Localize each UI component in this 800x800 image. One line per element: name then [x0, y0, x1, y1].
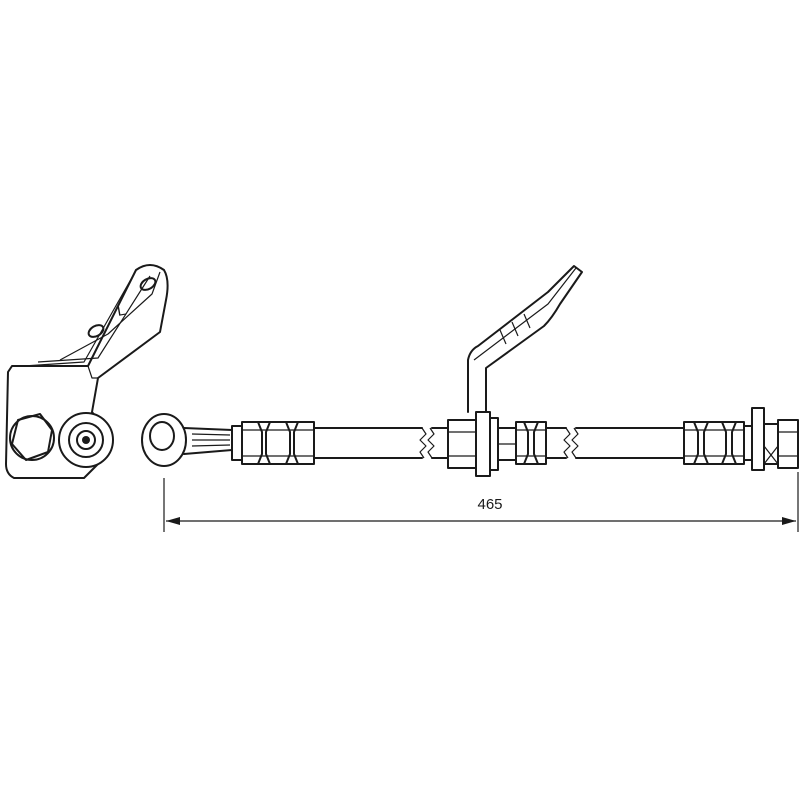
bracket-hole-upper [139, 277, 157, 291]
ferrule-middle-body [515, 421, 547, 465]
end-fitting-neck [763, 423, 779, 465]
end-fitting-flange [751, 407, 765, 471]
ferrule-middle-crimp-2 [533, 421, 539, 465]
end-fitting-collar [743, 425, 753, 461]
end-fitting-cross [763, 445, 779, 465]
banjo-neck [183, 427, 233, 455]
banjo-eye-bore [82, 436, 90, 444]
ferrule-right-crimp-1 [693, 421, 699, 465]
middle-bracket-inner-edge [473, 267, 577, 361]
bracket-fold-line [87, 365, 98, 379]
end-fitting-hex [777, 419, 799, 469]
length-dimension: 465 [163, 472, 799, 532]
dimension-arrow-right [782, 517, 796, 525]
hose-right-break [563, 427, 579, 459]
banjo-eye-inner [76, 430, 96, 450]
ferrule-left-body [241, 421, 315, 465]
bracket-inner-edge [37, 275, 151, 363]
dimension-arrow-left [166, 517, 180, 525]
ferrule-left-crimp-3 [285, 421, 291, 465]
middle-hex-nut [447, 419, 477, 469]
banjo-eye-mid [68, 422, 104, 458]
ferrule-right-crimp-3 [721, 421, 727, 465]
middle-bracket-rib-3 [523, 313, 531, 329]
middle-bracket-plate [467, 265, 583, 413]
end-fitting [743, 407, 799, 471]
ferrule-left-crimp-2 [265, 421, 271, 465]
ferrule-right [683, 421, 745, 465]
banjo-ring-inner [149, 421, 175, 451]
banjo-fitting [141, 413, 233, 467]
ferrule-right-crimp-4 [731, 421, 737, 465]
ferrule-left-crimp-1 [257, 421, 263, 465]
bracket-hole-lower [87, 324, 105, 338]
middle-bracket-rib-1 [499, 329, 507, 345]
hose-segment-right [545, 427, 685, 459]
ferrule-left-crimp-4 [293, 421, 299, 465]
middle-bracket-rib-2 [511, 321, 519, 337]
mounting-bracket-view: L [5, 264, 169, 479]
bracket-plate-outline [5, 264, 169, 479]
ferrule-right-crimp-2 [703, 421, 709, 465]
ferrule-middle [515, 421, 547, 465]
hose-segment-left [313, 427, 449, 459]
banjo-neck-line-3 [191, 444, 231, 447]
middle-washer [489, 417, 499, 471]
bracket-bend-edge [23, 273, 135, 367]
ferrule-left-collar [231, 425, 243, 461]
ferrule-right-body [683, 421, 745, 465]
ferrule-middle-crimp-1 [523, 421, 529, 465]
ferrule-left [231, 421, 315, 465]
middle-flange [475, 411, 491, 477]
bracket-mark-label: L [116, 302, 127, 320]
hose-left-break [419, 427, 435, 459]
dimension-length-label: 465 [477, 496, 502, 513]
banjo-neck-line-1 [191, 433, 231, 436]
middle-bracket-assembly [447, 265, 583, 477]
bracket-eye-ring [9, 415, 55, 461]
